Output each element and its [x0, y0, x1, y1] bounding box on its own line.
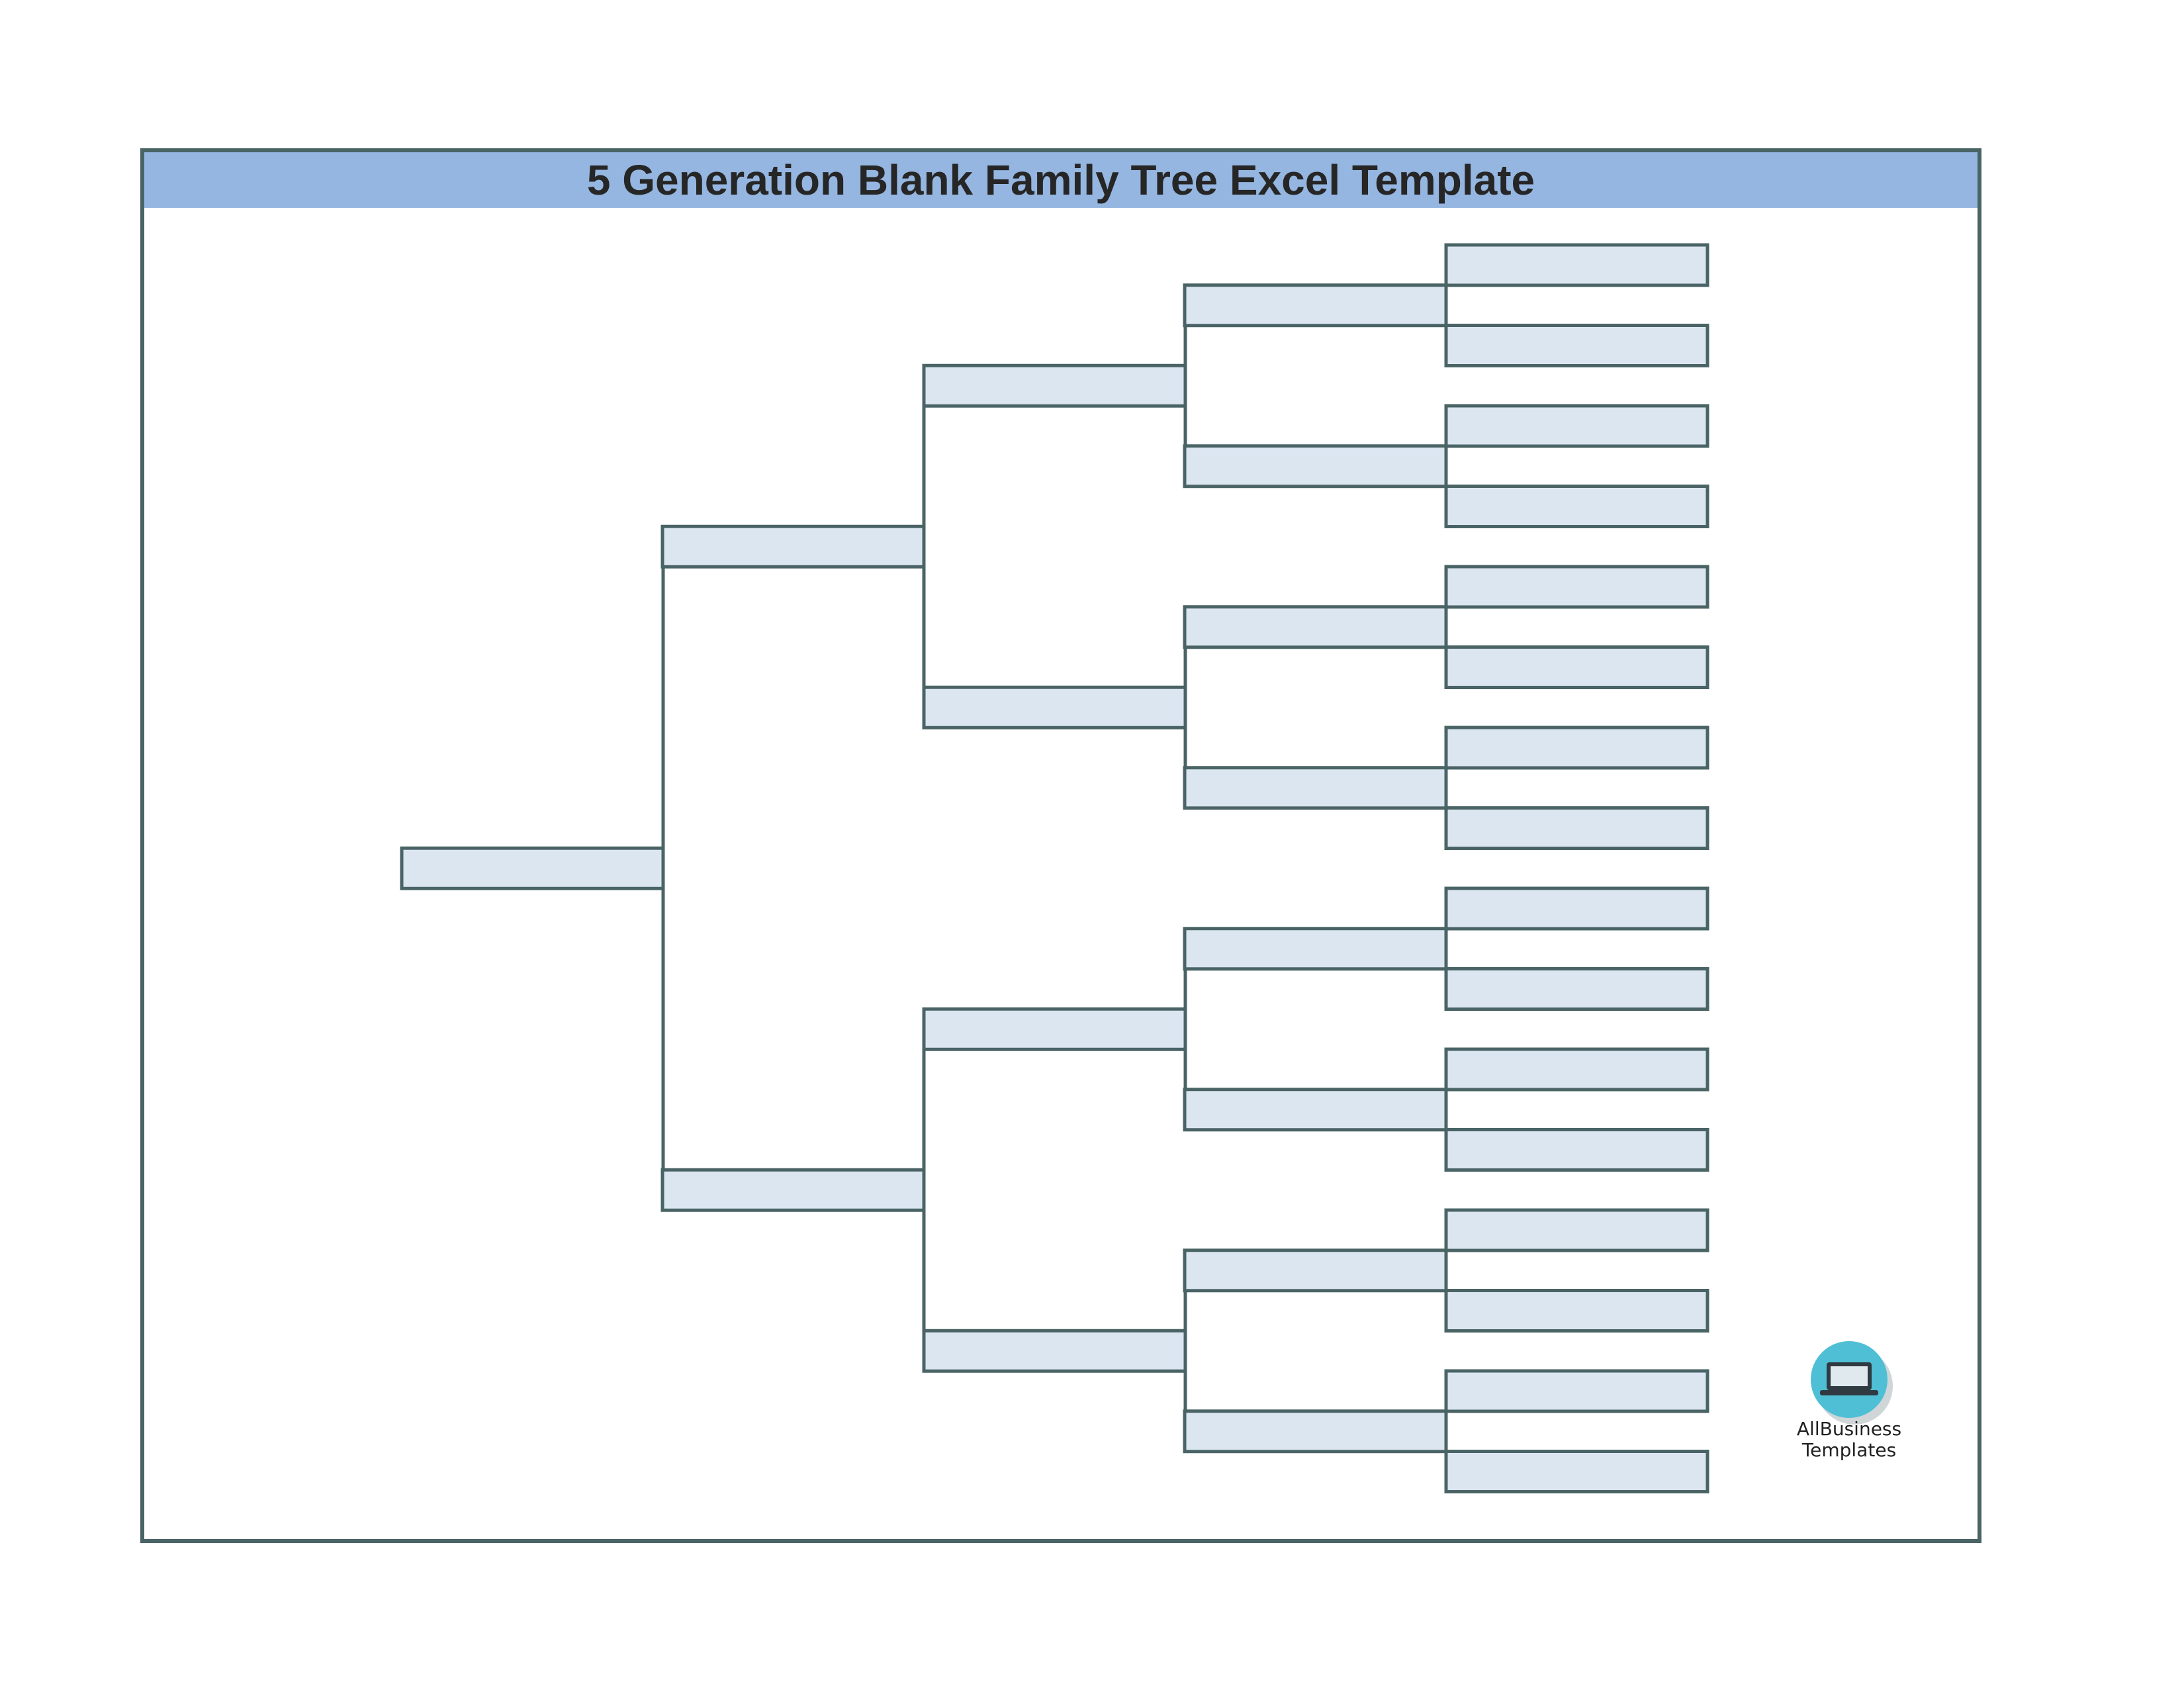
person-box-rect[interactable] [1444, 1208, 1709, 1252]
person-box-gen3[interactable] [922, 363, 1187, 408]
person-box-rect[interactable] [1444, 886, 1709, 931]
person-box-gen2[interactable] [660, 1168, 926, 1212]
person-box-gen1[interactable] [400, 846, 665, 890]
person-box-gen3[interactable] [922, 1329, 1187, 1373]
person-box-gen5[interactable] [1444, 726, 1709, 770]
person-box-gen4[interactable] [1183, 605, 1448, 649]
person-box-rect[interactable] [1183, 444, 1448, 489]
person-box-rect[interactable] [1444, 1128, 1709, 1172]
person-box-gen5[interactable] [1444, 1208, 1709, 1252]
person-box-gen5[interactable] [1444, 1369, 1709, 1413]
person-box-rect[interactable] [660, 1168, 926, 1212]
person-box-gen2[interactable] [660, 524, 926, 569]
person-box-rect[interactable] [1444, 565, 1709, 609]
person-box-rect[interactable] [1444, 324, 1709, 367]
person-box-gen5[interactable] [1444, 1047, 1709, 1092]
person-box-gen5[interactable] [1444, 1450, 1709, 1493]
person-box-gen5[interactable] [1444, 967, 1709, 1011]
person-box-rect[interactable] [922, 1329, 1187, 1373]
person-box-rect[interactable] [1183, 605, 1448, 649]
person-box-rect[interactable] [1183, 1088, 1448, 1132]
person-box-rect[interactable] [922, 1007, 1187, 1051]
person-box-rect[interactable] [400, 846, 665, 890]
page-title: 5 Generation Blank Family Tree Excel Tem… [144, 152, 1978, 208]
person-box-gen4[interactable] [1183, 1088, 1448, 1132]
person-box-gen5[interactable] [1444, 1128, 1709, 1172]
person-box-gen5[interactable] [1444, 404, 1709, 448]
person-box-rect[interactable] [1183, 1409, 1448, 1454]
person-box-rect[interactable] [660, 524, 926, 569]
laptop-icon [1820, 1362, 1878, 1395]
allbusiness-logo: AllBusiness Templates [1797, 1341, 1901, 1461]
person-box-gen5[interactable] [1444, 565, 1709, 609]
person-box-rect[interactable] [1183, 766, 1448, 810]
person-box-rect[interactable] [1183, 927, 1448, 971]
person-box-rect[interactable] [1444, 1047, 1709, 1092]
tree-boxes [400, 243, 1709, 1493]
person-box-gen3[interactable] [922, 1007, 1187, 1051]
person-box-rect[interactable] [922, 685, 1187, 729]
logo-line1: AllBusiness [1797, 1418, 1901, 1440]
person-box-rect[interactable] [1444, 404, 1709, 448]
person-box-gen5[interactable] [1444, 1289, 1709, 1333]
person-box-rect[interactable] [1444, 967, 1709, 1011]
logo-line2: Templates [1801, 1439, 1896, 1461]
person-box-rect[interactable] [922, 363, 1187, 408]
person-box-rect[interactable] [1444, 1369, 1709, 1413]
person-box-rect[interactable] [1183, 1248, 1448, 1293]
person-box-gen5[interactable] [1444, 243, 1709, 287]
person-box-gen3[interactable] [922, 685, 1187, 729]
person-box-rect[interactable] [1444, 1450, 1709, 1493]
person-box-gen5[interactable] [1444, 645, 1709, 689]
person-box-rect[interactable] [1444, 485, 1709, 528]
person-box-gen5[interactable] [1444, 485, 1709, 528]
person-box-gen4[interactable] [1183, 927, 1448, 971]
person-box-rect[interactable] [1444, 645, 1709, 689]
person-box-gen4[interactable] [1183, 444, 1448, 489]
person-box-gen4[interactable] [1183, 1248, 1448, 1293]
person-box-rect[interactable] [1444, 243, 1709, 287]
person-box-rect[interactable] [1183, 283, 1448, 328]
person-box-gen5[interactable] [1444, 324, 1709, 367]
person-box-gen5[interactable] [1444, 886, 1709, 931]
person-box-gen4[interactable] [1183, 283, 1448, 328]
person-box-rect[interactable] [1444, 806, 1709, 850]
person-box-gen4[interactable] [1183, 1409, 1448, 1454]
person-box-rect[interactable] [1444, 1289, 1709, 1333]
person-box-gen4[interactable] [1183, 766, 1448, 810]
person-box-rect[interactable] [1444, 726, 1709, 770]
person-box-gen5[interactable] [1444, 806, 1709, 850]
